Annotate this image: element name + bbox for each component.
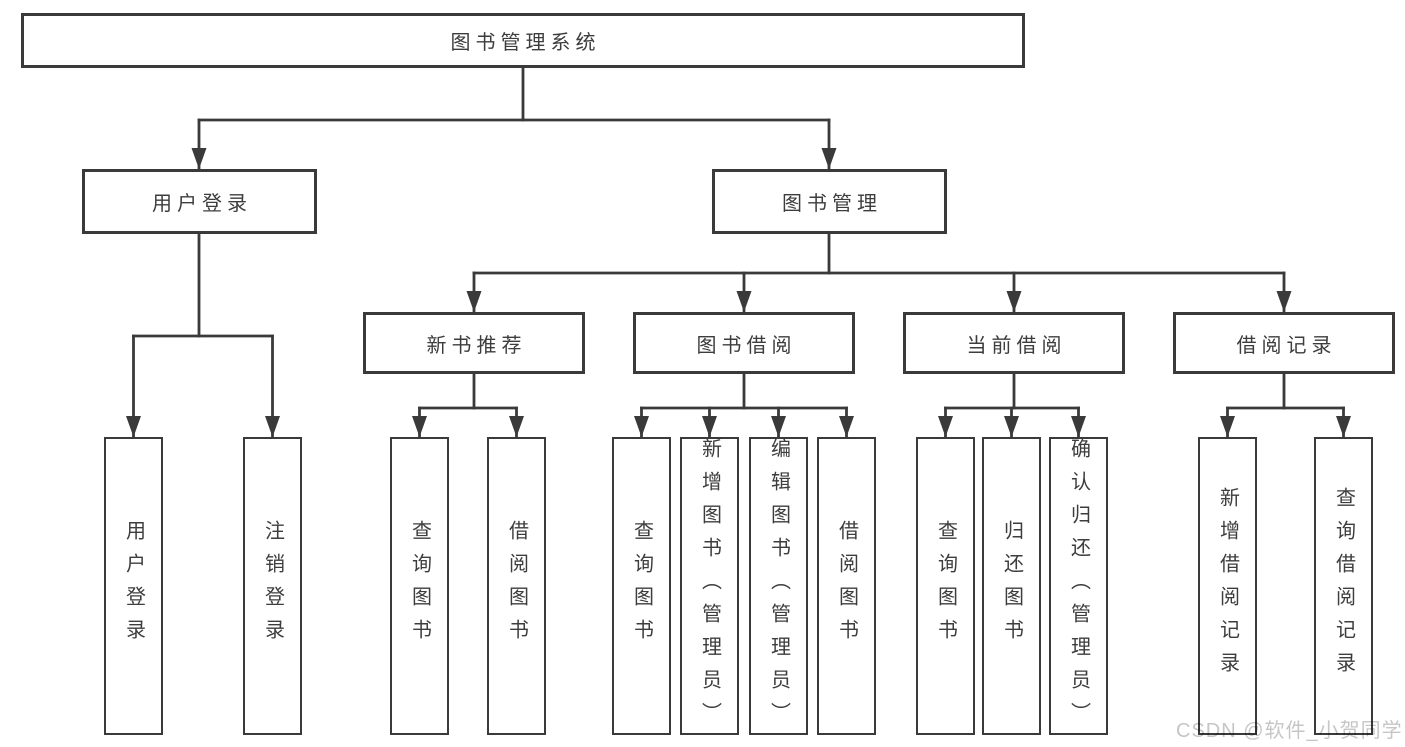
node-leaf-borrow-borrow-books: 借阅图书 [817,437,876,735]
node-leaf-current-confirm-return-admin-label: 确认归还（管理员） [1067,437,1090,735]
node-new-book-recommend: 新书推荐 [363,312,585,374]
node-leaf-recommend-query-books: 查询图书 [390,437,449,735]
connector-current-borrow-children [938,372,1086,439]
node-leaf-logout: 注销登录 [243,437,302,735]
node-leaf-borrow-add-books-admin-label: 新增图书（管理员） [698,437,721,735]
connector-user-login-children [126,232,280,439]
node-borrow-record-label: 借阅记录 [1236,334,1337,357]
node-leaf-logout-label: 注销登录 [261,520,284,652]
node-root-book-management-system: 图书管理系统 [21,13,1025,68]
node-current-borrow: 当前借阅 [903,312,1125,374]
node-borrow-record: 借阅记录 [1173,312,1395,374]
node-leaf-record-query-borrow: 查询借阅记录 [1314,437,1373,735]
node-leaf-record-add-borrow-label: 新增借阅记录 [1216,487,1239,685]
node-leaf-borrow-query-books: 查询图书 [612,437,671,735]
node-leaf-borrow-edit-books-admin: 编辑图书（管理员） [749,437,808,735]
node-leaf-recommend-query-books-label: 查询图书 [408,520,431,652]
connector-root-to-level2 [191,66,837,171]
node-new-book-recommend-label: 新书推荐 [426,334,527,357]
node-leaf-current-query-books-label: 查询图书 [934,520,957,652]
node-leaf-user-login-label: 用户登录 [122,520,145,652]
node-user-login: 用户登录 [82,169,317,234]
node-leaf-record-query-borrow-label: 查询借阅记录 [1332,487,1355,685]
node-leaf-current-return-books-label: 归还图书 [1000,520,1023,652]
node-leaf-borrow-borrow-books-label: 借阅图书 [835,520,858,652]
node-root-label: 图书管理系统 [450,32,601,54]
node-book-borrow-label: 图书借阅 [696,334,797,357]
node-current-borrow-label: 当前借阅 [966,334,1067,357]
node-leaf-user-login: 用户登录 [104,437,163,735]
node-leaf-current-confirm-return-admin: 确认归还（管理员） [1049,437,1108,735]
node-leaf-current-query-books: 查询图书 [916,437,975,735]
node-leaf-record-add-borrow: 新增借阅记录 [1198,437,1257,735]
connector-new-book-recommend-children [412,372,524,439]
connector-book-borrow-children [634,372,854,439]
node-leaf-borrow-query-books-label: 查询图书 [630,520,653,652]
node-book-borrow: 图书借阅 [633,312,855,374]
connector-borrow-record-children [1220,372,1351,439]
node-leaf-borrow-edit-books-admin-label: 编辑图书（管理员） [767,437,790,735]
node-leaf-current-return-books: 归还图书 [982,437,1041,735]
node-user-login-label: 用户登录 [152,193,252,215]
connector-book-management-children [466,232,1292,314]
node-leaf-borrow-add-books-admin: 新增图书（管理员） [680,437,739,735]
node-book-management: 图书管理 [712,169,947,234]
node-leaf-recommend-borrow-books: 借阅图书 [487,437,546,735]
node-book-management-label: 图书管理 [782,193,882,215]
node-leaf-recommend-borrow-books-label: 借阅图书 [505,520,528,652]
